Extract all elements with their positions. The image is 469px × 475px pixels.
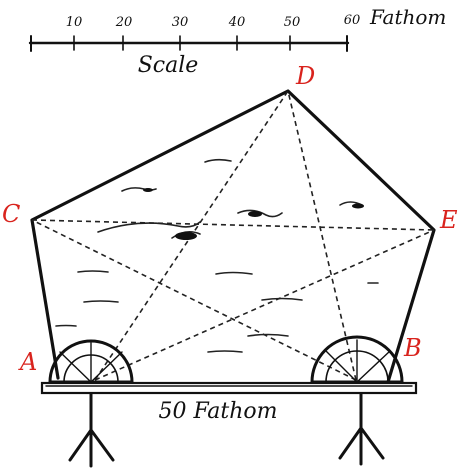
vertex-label-D: D <box>295 62 315 90</box>
scale-title: Scale <box>138 53 199 78</box>
sight-line-A-E <box>94 229 435 381</box>
vertex-label-E: E <box>439 206 458 234</box>
protractor-A <box>48 339 134 384</box>
baseline <box>40 381 418 395</box>
protractor-B <box>310 335 404 384</box>
scale-tick-label-40: 40 <box>228 15 246 30</box>
baseline-bar <box>40 381 418 395</box>
vertex-label-A: A <box>18 348 37 376</box>
pentagon-outline <box>30 89 436 384</box>
sight-lines <box>31 90 435 381</box>
scale-tick-label-20: 20 <box>115 15 133 30</box>
sight-line-B-C <box>31 219 357 381</box>
instrument-B <box>310 335 404 466</box>
scale-bar: 10 20 30 40 50 60 Fathom Scale <box>28 5 446 78</box>
scale-unit-label: Fathom <box>369 5 446 29</box>
tripod-legs-B <box>338 426 385 466</box>
scale-tick-label-60: 60 <box>344 13 361 28</box>
instrument-A <box>48 339 134 468</box>
sight-line-C-E <box>31 219 435 231</box>
scale-tick-label-10: 10 <box>66 15 83 30</box>
terrain-shading <box>143 188 364 240</box>
vertex-label-C: C <box>2 200 20 228</box>
tripod-legs-A <box>68 428 115 468</box>
scale-tick-label-30: 30 <box>172 15 189 30</box>
scale-tick-label-50: 50 <box>284 15 301 30</box>
vertex-label-B: B <box>403 334 422 362</box>
sight-line-B-D <box>287 90 357 381</box>
base-length-label: 50 Fathom <box>159 399 278 424</box>
